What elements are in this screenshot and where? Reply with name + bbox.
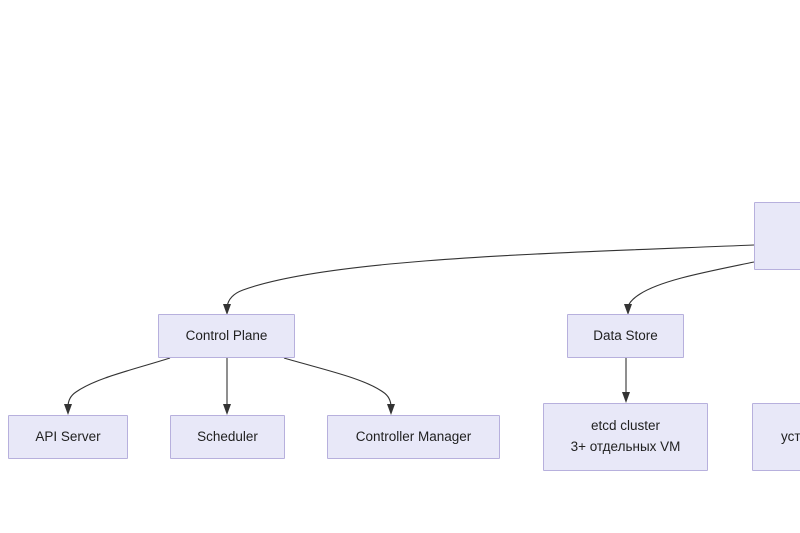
arrowhead-control-plane-to-controller-manager bbox=[387, 404, 395, 415]
node-control-plane-label: Control Plane bbox=[185, 327, 268, 343]
arrowhead-control-plane-to-api-server bbox=[64, 404, 72, 415]
arrowhead-root-to-data-store bbox=[624, 304, 632, 315]
node-etcd-cluster-line1: etcd cluster bbox=[590, 418, 661, 434]
node-scheduler-label: Scheduler bbox=[197, 428, 258, 444]
node-controller-manager[interactable]: Controller Manager bbox=[327, 415, 500, 459]
node-api-server-label: API Server bbox=[35, 428, 101, 444]
node-right-clipped-label: уста bbox=[781, 428, 800, 444]
node-scheduler[interactable]: Scheduler bbox=[170, 415, 285, 459]
node-root[interactable]: К Раз bbox=[754, 202, 800, 270]
node-data-store-label: Data Store bbox=[593, 327, 658, 343]
node-data-store[interactable]: Data Store bbox=[567, 314, 684, 358]
node-right-clipped[interactable]: уста bbox=[752, 403, 800, 471]
node-api-server[interactable]: API Server bbox=[8, 415, 128, 459]
node-control-plane[interactable]: Control Plane bbox=[158, 314, 295, 358]
edge-control-plane-to-controller-manager bbox=[283, 357, 392, 408]
node-etcd-cluster-line2: 3+ отдельных VM bbox=[570, 439, 681, 454]
edge-root-to-control-plane bbox=[226, 244, 755, 308]
arrowhead-control-plane-to-scheduler bbox=[223, 404, 231, 415]
node-etcd-cluster[interactable]: etcd cluster 3+ отдельных VM bbox=[543, 403, 708, 471]
arrowhead-data-store-to-etcd-cluster bbox=[622, 392, 630, 403]
edge-root-to-data-store bbox=[627, 261, 755, 308]
arrowhead-root-to-control-plane bbox=[223, 304, 231, 315]
edge-control-plane-to-api-server bbox=[67, 357, 171, 408]
node-controller-manager-label: Controller Manager bbox=[355, 428, 472, 444]
